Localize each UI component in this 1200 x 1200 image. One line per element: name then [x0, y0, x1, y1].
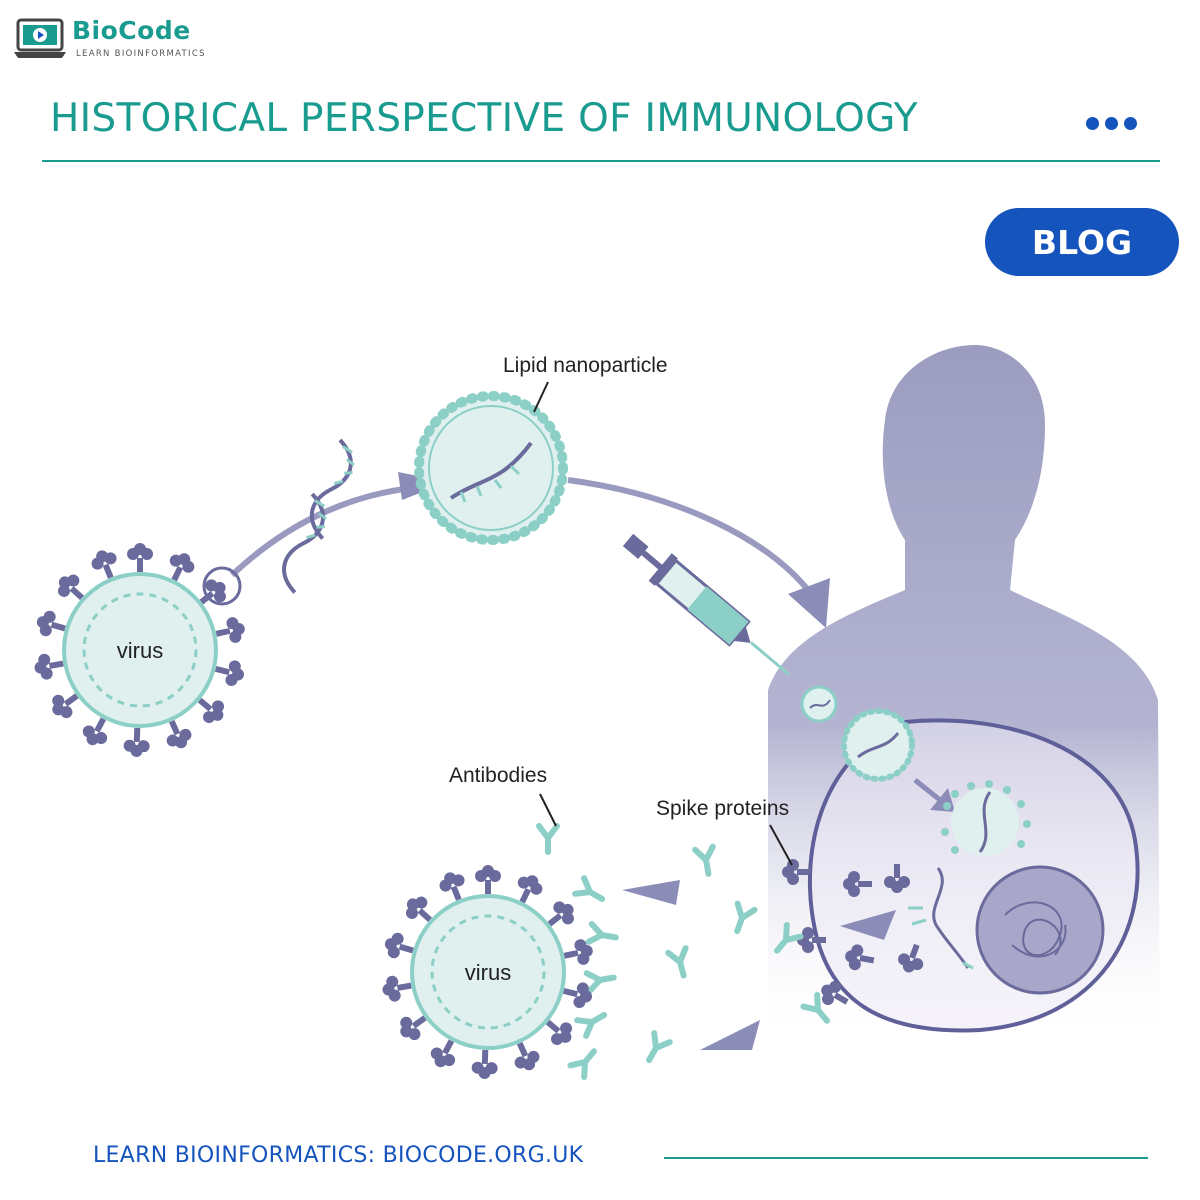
title-divider [42, 160, 1160, 162]
biocode-logo[interactable] [14, 14, 214, 64]
spike-label: Spike proteins [656, 797, 789, 820]
footer-divider [664, 1157, 1148, 1159]
virus-left: virus [32, 543, 248, 758]
antibodies-label: Antibodies [449, 764, 547, 787]
laptop-play-icon [14, 18, 66, 58]
lipid-nanoparticle [414, 391, 568, 545]
mrna-in-cell [908, 867, 974, 970]
more-dots-icon [1086, 117, 1143, 135]
page-title: HISTORICAL PERSPECTIVE OF IMMUNOLOGY [50, 96, 918, 141]
brand-tagline: LEARN BIOINFORMATICS [76, 49, 206, 59]
zoom-circle [202, 566, 242, 606]
brand-name: BioCode [72, 16, 191, 45]
virus-right-label: virus [465, 960, 511, 985]
spike-pointer [769, 824, 793, 866]
lipid-label: Lipid nanoparticle [503, 354, 668, 377]
releasing-nanoparticle [941, 780, 1031, 856]
syringe-icon [622, 533, 791, 676]
footer-link[interactable]: LEARN BIOINFORMATICS: BIOCODE.ORG.UK [93, 1143, 584, 1168]
nanoparticle-small [800, 685, 838, 723]
antibodies-pointer [539, 793, 557, 827]
virus-left-label: virus [117, 638, 163, 663]
host-cell [807, 718, 1140, 1033]
virus-right: virus [380, 865, 596, 1080]
lipid-pointer [533, 381, 549, 413]
blog-badge[interactable]: BLOG [985, 208, 1179, 276]
nanoparticle-entering [841, 708, 915, 782]
